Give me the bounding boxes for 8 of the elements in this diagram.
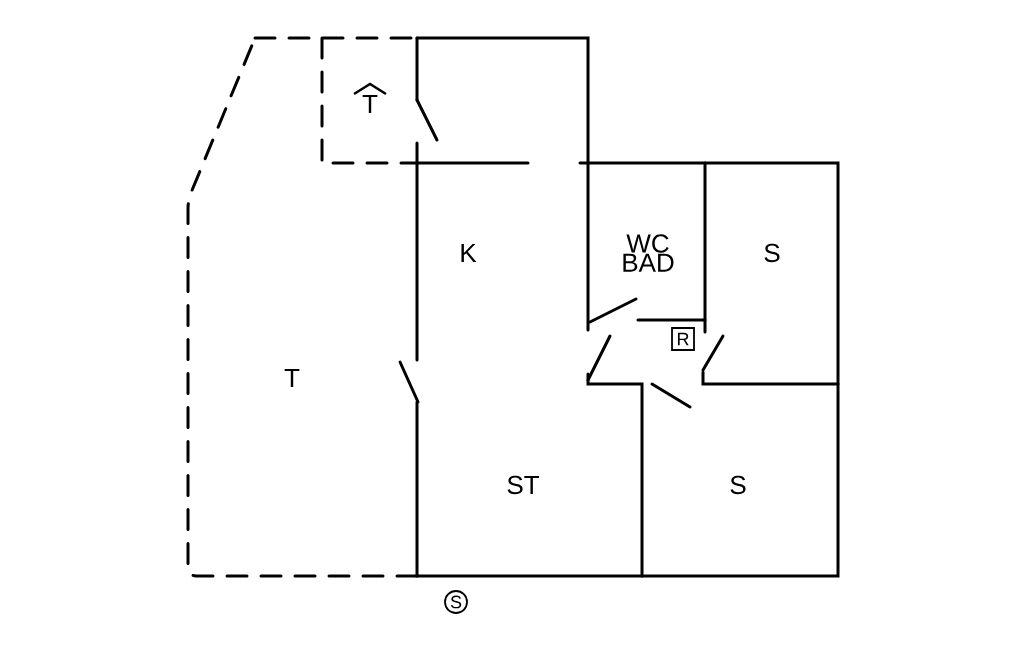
room-label: ST	[507, 475, 540, 495]
room-label: T	[362, 95, 378, 113]
room-label: WC BAD	[623, 234, 674, 272]
room-label: S	[764, 243, 780, 263]
room-label: S	[730, 475, 746, 495]
room-label: K	[461, 244, 477, 262]
legend-box: R	[671, 327, 695, 351]
room-label: T	[284, 369, 300, 387]
